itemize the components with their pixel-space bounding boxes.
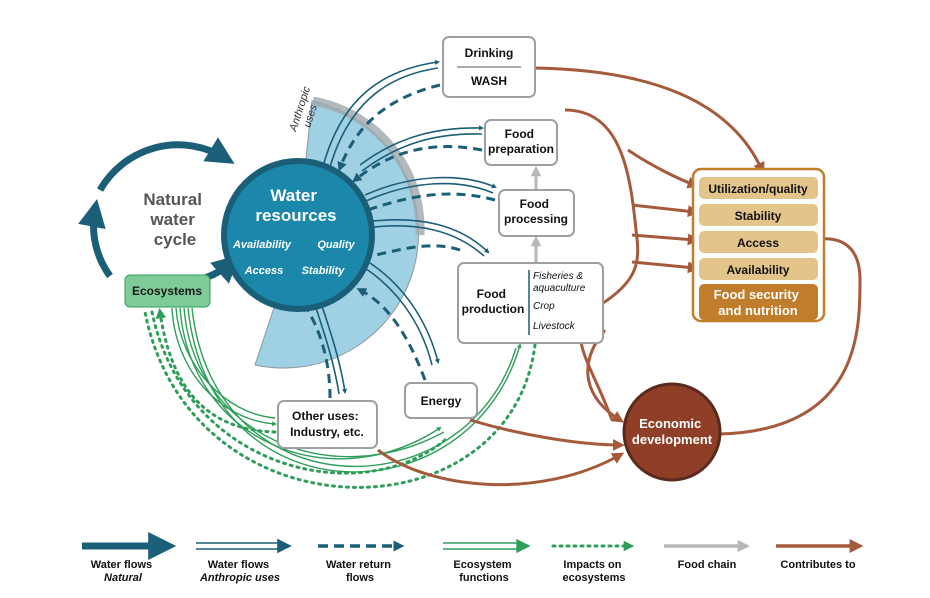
- fs-stability: Stability: [735, 209, 782, 223]
- legend-ecosystem-label: Ecosystem functions: [453, 559, 514, 584]
- legend-return-label: Water return flows: [326, 559, 394, 584]
- food-production-label: Food production: [462, 287, 525, 316]
- legend-ecosystem-swatch: [443, 538, 531, 554]
- energy-box: [404, 382, 478, 419]
- anthropic-flows: [313, 59, 497, 395]
- legend-food-chain-label: Food chain: [678, 559, 737, 571]
- ecosystem-functions: [171, 307, 522, 473]
- food-production-box: [457, 262, 604, 344]
- legend-anthropic-swatch: [196, 538, 292, 554]
- economic-development-circle: [622, 382, 722, 482]
- food-preparation-box: [484, 119, 558, 166]
- ecosystems-label: Ecosystems: [132, 284, 202, 298]
- legend-anthropic-label: Water flows Anthropic uses: [199, 559, 280, 584]
- dimension-stability: Stability: [302, 265, 346, 277]
- natural-water-cycle-label: Natural water cycle: [143, 190, 206, 249]
- other-uses-box: [277, 400, 378, 449]
- contributes-arrows: [377, 66, 862, 487]
- legend-contributes-label: Contributes to: [780, 559, 855, 571]
- ecosystems-box: [124, 274, 211, 308]
- legend-natural-label: Water flows Natural: [91, 559, 155, 584]
- food-security-title-box: [699, 284, 818, 320]
- dimension-quality: Quality: [317, 239, 355, 251]
- legend: Water flows Natural Water flows Anthropi…: [82, 532, 864, 584]
- water-resources-title: Water resources: [255, 186, 336, 225]
- food-security-title: Food security and nutrition: [714, 287, 803, 318]
- food-security-items: [699, 177, 818, 280]
- economic-development-label: Economic development: [632, 416, 713, 447]
- food-processing-box: [498, 189, 575, 237]
- water-resources-circle: [221, 158, 375, 312]
- wash-label: WASH: [471, 74, 507, 88]
- fs-access: Access: [737, 236, 779, 250]
- dimension-availability: Availability: [232, 239, 292, 251]
- food-production-items: Fisheries & aquaculture Crop Livestock: [533, 271, 588, 332]
- energy-label: Energy: [421, 394, 462, 408]
- anthropic-uses-band: [312, 96, 425, 236]
- food-preparation-label: Food preparation: [488, 127, 554, 156]
- other-uses-label: Other uses: Industry, etc.: [290, 409, 364, 439]
- dimension-access: Access: [244, 265, 284, 277]
- drinking-label: Drinking: [465, 46, 514, 60]
- fs-availability: Availability: [727, 263, 790, 277]
- fs-utilization: Utilization/quality: [708, 182, 808, 196]
- return-flows: [303, 83, 496, 399]
- food-processing-label: Food processing: [504, 197, 568, 226]
- impacts-on-ecosystems: [143, 307, 537, 489]
- legend-impacts-label: Impacts on ecosystems: [563, 559, 626, 584]
